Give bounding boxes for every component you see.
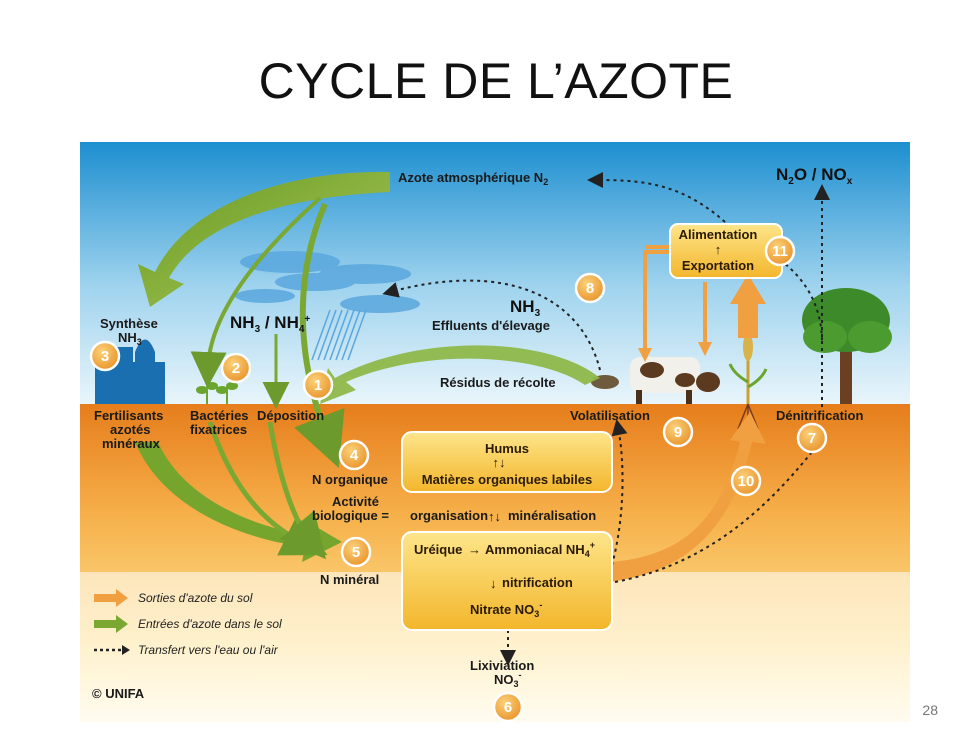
input-arrow-deposition-mineral — [267, 421, 326, 560]
right-arrow-icon: → — [468, 542, 481, 557]
number-badge-label: 5 — [352, 544, 360, 561]
page-number: 28 — [922, 702, 938, 718]
nitrification-label: nitrification — [502, 575, 573, 590]
activite-label: Activité — [332, 494, 379, 509]
biologique-label: biologique = — [312, 508, 389, 523]
number-badge-7: 7 — [796, 422, 828, 454]
transfer-arrow-export-to-tree — [779, 259, 823, 343]
number-badge-label: 6 — [504, 699, 512, 716]
nh3-nh4-label: NH3 / NH4+ — [230, 313, 310, 335]
number-badge-2: 2 — [220, 352, 252, 384]
cow-icon — [630, 357, 720, 404]
lixiviation-no3-label: NO — [494, 672, 514, 687]
fixatrices-label: fixatrices — [190, 422, 247, 437]
number-badge-9: 9 — [662, 416, 694, 448]
volatilisation-label: Volatilisation — [570, 408, 650, 423]
svg-text:Transfert vers l'eau ou l'air: Transfert vers l'eau ou l'air — [138, 643, 279, 657]
organisation-label: organisation — [410, 508, 488, 523]
copyright-label: © UNIFA — [92, 686, 145, 701]
legend-item-transfer: Transfert vers l'eau ou l'air — [94, 643, 279, 657]
number-badges: 1 2 3 4 5 6 7 8 9 10 11 — [89, 235, 828, 722]
lixiviation-label: Lixiviation — [470, 658, 534, 673]
number-badge-label: 4 — [350, 447, 359, 464]
exportation-label: Exportation — [682, 258, 754, 273]
n2o-label: N2O / NOx — [776, 165, 853, 187]
svg-text:NH3: NH3 — [118, 330, 142, 347]
legend-item-output: Sorties d'azote du sol — [94, 589, 253, 607]
matieres-label: Matières organiques labiles — [422, 472, 593, 487]
synthese-nh3-label: NH — [118, 330, 137, 345]
fertilisants-label: Fertilisants — [94, 408, 163, 423]
nitrogen-cycle-diagram: Humus ↑↓ Matières organiques labiles Uré… — [80, 142, 910, 722]
number-badge-11: 11 — [764, 235, 796, 267]
number-badge-label: 10 — [738, 473, 755, 490]
tree-icon — [802, 288, 892, 404]
number-badge-8: 8 — [574, 272, 606, 304]
exchange-arrows-icon: ↑↓ — [493, 455, 506, 470]
transfer-arrow-denitrification — [614, 441, 821, 583]
residus-label: Résidus de récolte — [440, 375, 556, 390]
legend: Sorties d'azote du sol Entrées d'azote d… — [94, 589, 282, 657]
svg-text:NO3-: NO3- — [494, 670, 522, 689]
bacteries-label: Bactéries — [190, 408, 249, 423]
svg-text:Azote atmosphérique N2: Azote atmosphérique N2 — [398, 170, 548, 187]
mineral-n-box: Uréique → Ammoniacal NH4+ ↓ nitrificatio… — [401, 531, 613, 631]
transfer-arrow-nh3 — [382, 279, 601, 371]
output-arrow-to-cow — [643, 250, 670, 352]
mineralisation-label: minéralisation — [508, 508, 596, 523]
number-badge-label: 11 — [772, 243, 788, 260]
legend-item-input: Entrées d'azote dans le sol — [94, 615, 282, 633]
input-arrow-to-norganique — [294, 202, 345, 468]
number-badge-label: 2 — [232, 360, 240, 377]
wheat-icon — [728, 333, 768, 432]
org-min-arrows-icon: ↑↓ — [488, 509, 501, 524]
number-badge-10: 10 — [730, 465, 762, 497]
denitrification-label: Dénitrification — [776, 408, 863, 423]
output-arrow-plant-uptake — [610, 412, 766, 582]
number-badge-label: 7 — [808, 430, 816, 447]
input-arrow-fixation-air — [190, 196, 322, 388]
svg-text:Nitrate NO3-: Nitrate NO3- — [470, 600, 542, 619]
up-arrow-icon: ↑ — [715, 242, 722, 257]
transfer-arrow-volatilisation — [609, 419, 628, 573]
humus-label: Humus — [485, 441, 529, 456]
export-box: Alimentation ↑ Exportation — [669, 223, 783, 279]
clouds — [235, 251, 420, 313]
output-arrow-export — [738, 302, 758, 338]
azotes-label: azotés — [110, 422, 150, 437]
number-badge-3: 3 — [89, 340, 121, 372]
number-badge-label: 1 — [314, 377, 322, 394]
down-arrow-icon: ↓ — [490, 576, 497, 591]
input-arrow-residues — [320, 345, 600, 404]
ureique-label: Uréique — [414, 542, 462, 557]
number-badge-label: 9 — [674, 424, 682, 441]
humus-box: Humus ↑↓ Matières organiques labiles — [401, 431, 613, 493]
nitrate-label: Nitrate NO — [470, 602, 534, 617]
number-badge-5: 5 — [340, 536, 372, 568]
svg-text:Entrées d'azote dans le sol: Entrées d'azote dans le sol — [138, 617, 282, 631]
effluents-label: Effluents d'élevage — [432, 318, 550, 333]
alimentation-label: Alimentation — [679, 227, 758, 242]
atmo-label: Azote atmosphérique N — [398, 170, 543, 185]
svg-text:Ammoniacal NH4+: Ammoniacal NH4+ — [485, 540, 595, 559]
slide-title: CYCLE DE L’AZOTE — [258, 53, 734, 109]
number-badge-label: 3 — [101, 348, 109, 365]
rain-icon — [311, 309, 367, 361]
svg-text:Sorties d'azote du sol: Sorties d'azote du sol — [138, 591, 253, 605]
number-badge-6: 6 — [492, 691, 524, 722]
number-badge-1: 1 — [302, 369, 334, 401]
number-badge-label: 8 — [586, 280, 594, 297]
mineraux-label: minéraux — [102, 436, 161, 451]
deposition-label: Déposition — [257, 408, 324, 423]
number-badge-4: 4 — [338, 439, 370, 471]
input-arrow-synthesis — [138, 171, 390, 307]
n-organique-label: N organique — [312, 472, 388, 487]
nh3-label: NH3 — [510, 297, 541, 319]
ammoniacal-label: Ammoniacal NH — [485, 542, 585, 557]
n-mineral-label: N minéral — [320, 572, 379, 587]
synthese-label: Synthèse — [100, 316, 158, 331]
